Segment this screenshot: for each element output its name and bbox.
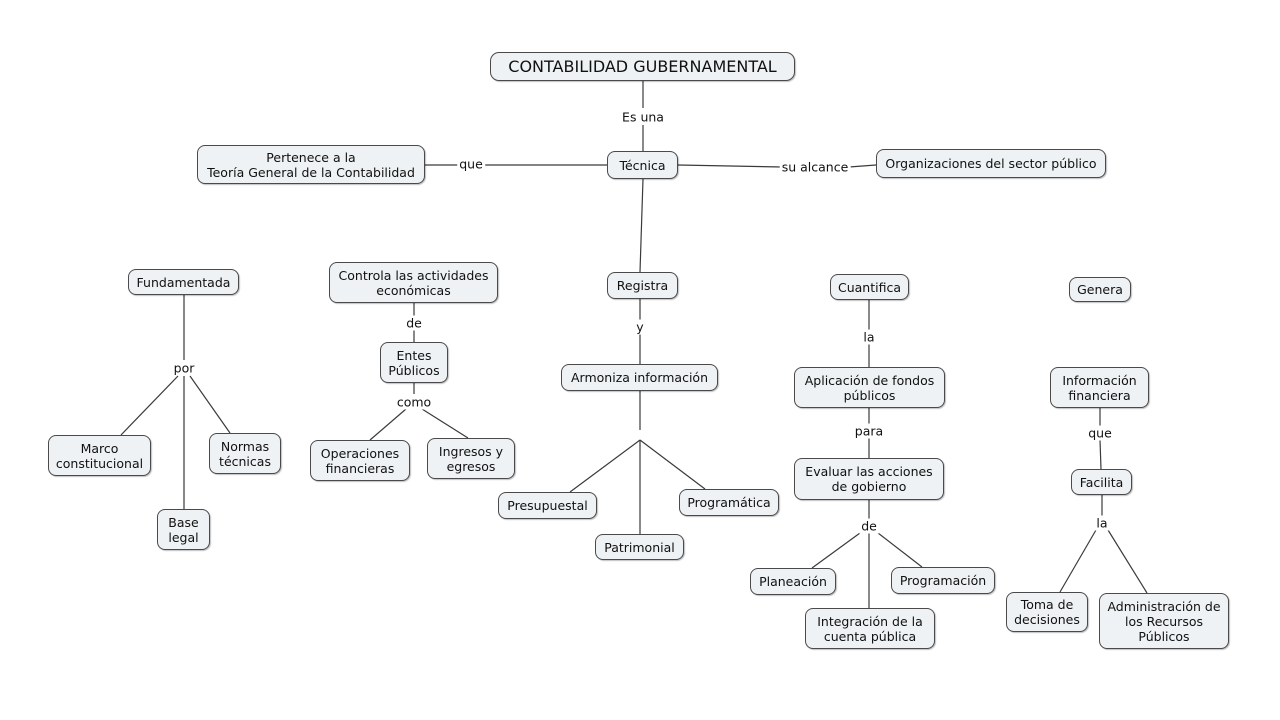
- connector-line: [1059, 529, 1097, 593]
- node-normas-tecnicas: Normas técnicas: [209, 433, 281, 474]
- connector-line: [811, 532, 861, 569]
- node-programacion: Programación: [891, 567, 995, 594]
- connector-line: [639, 439, 706, 490]
- connector-line: [1107, 529, 1148, 594]
- link-label-es-una: Es una: [620, 109, 666, 125]
- connector-line: [677, 164, 783, 168]
- node-pertenece: Pertenece a la Teoría General de la Cont…: [197, 145, 425, 184]
- node-administracion-recursos: Administración de los Recursos Públicos: [1099, 593, 1229, 649]
- node-armoniza-informacion: Armoniza información: [561, 364, 718, 391]
- node-facilita: Facilita: [1071, 469, 1132, 495]
- link-label-que-2: que: [1086, 425, 1114, 441]
- node-organizaciones: Organizaciones del sector público: [876, 149, 1106, 178]
- connector-line: [1099, 439, 1102, 470]
- node-contabilidad-gubernamental: CONTABILIDAD GUBERNAMENTAL: [490, 52, 795, 81]
- node-entes-publicos: Entes Públicos: [380, 342, 448, 383]
- node-marco-constitucional: Marco constitucional: [48, 435, 151, 476]
- connector-line: [421, 408, 469, 439]
- node-tecnica: Técnica: [607, 151, 678, 179]
- connector-line: [639, 178, 644, 273]
- node-registra: Registra: [607, 272, 678, 299]
- link-label-para: para: [852, 423, 886, 439]
- link-label-de-2: de: [859, 518, 879, 534]
- connector-line: [120, 375, 179, 436]
- node-controla-actividades: Controla las actividades económicas: [329, 262, 498, 303]
- connector-line: [369, 408, 407, 441]
- link-label-y: y: [634, 319, 646, 335]
- link-label-la: la: [861, 329, 877, 345]
- node-ingresos-egresos: Ingresos y egresos: [427, 438, 515, 479]
- connector-line: [569, 439, 641, 493]
- link-label-su-alcance: su alcance: [779, 159, 851, 175]
- node-integracion-cuenta: Integración de la cuenta pública: [805, 608, 935, 649]
- link-label-por: por: [171, 360, 197, 376]
- connector-line: [848, 164, 877, 168]
- node-genera: Genera: [1069, 277, 1131, 302]
- node-programatica: Programática: [679, 489, 779, 516]
- link-label-la-2: la: [1094, 515, 1110, 531]
- node-informacion-financiera: Información financiera: [1050, 367, 1149, 408]
- link-label-como: como: [394, 394, 434, 410]
- node-aplicacion-fondos: Aplicación de fondos públicos: [794, 367, 945, 408]
- node-fundamentada: Fundamentada: [128, 269, 239, 295]
- node-planeacion: Planeación: [750, 568, 836, 595]
- node-evaluar-acciones: Evaluar las acciones de gobierno: [794, 458, 944, 500]
- connector-line: [877, 532, 923, 568]
- connector-line: [189, 375, 231, 434]
- node-operaciones-financieras: Operaciones financieras: [310, 440, 410, 481]
- link-label-que: que: [457, 156, 485, 172]
- node-presupuestal: Presupuestal: [498, 492, 597, 519]
- node-patrimonial: Patrimonial: [595, 534, 684, 560]
- node-cuantifica: Cuantifica: [830, 274, 909, 300]
- node-toma-decisiones: Toma de decisiones: [1006, 592, 1088, 632]
- link-label-de: de: [404, 315, 424, 331]
- node-base-legal: Base legal: [157, 509, 210, 550]
